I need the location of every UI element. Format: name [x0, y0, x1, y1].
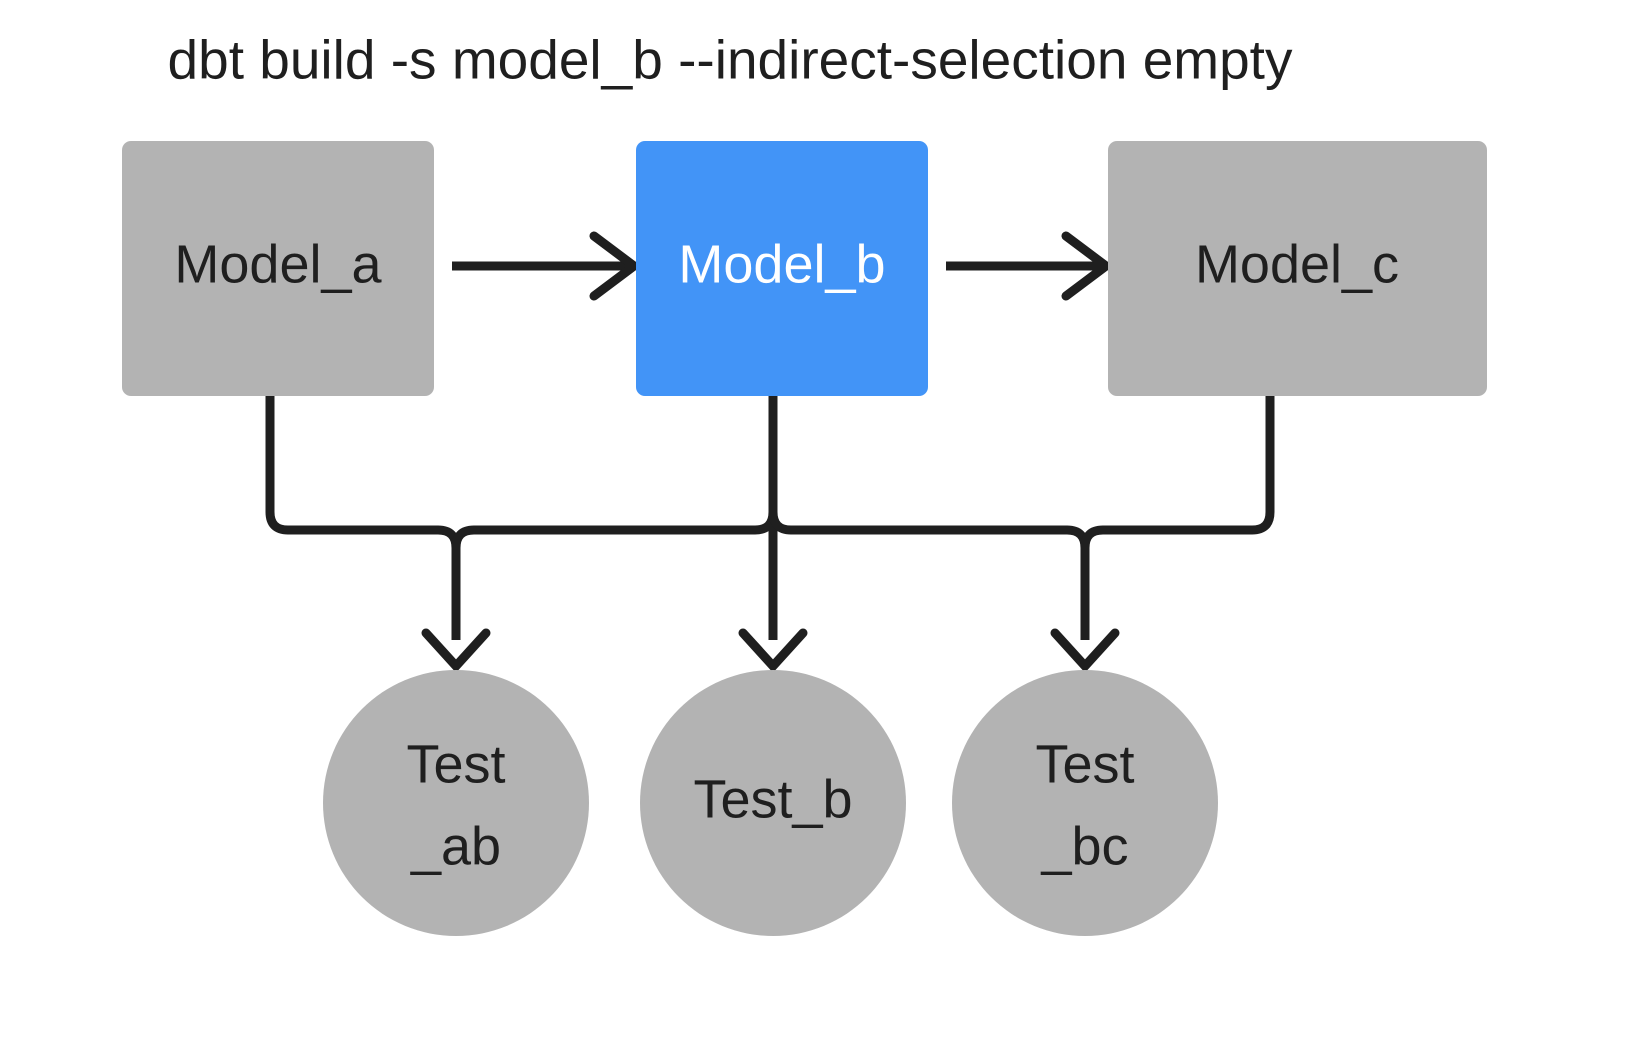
model-c-rect[interactable]: [1108, 141, 1487, 396]
model-b-label: Model_b: [678, 234, 885, 294]
test-b-circle[interactable]: [640, 670, 906, 936]
edge-model-b-to-test-ab: [451, 396, 778, 640]
node-test-bc[interactable]: Test _bc: [952, 670, 1218, 936]
test-bc-circle[interactable]: [952, 670, 1218, 936]
test-b-label-line1: Test_b: [693, 769, 852, 829]
node-model-c[interactable]: Model_c: [1108, 141, 1487, 396]
edge-model-c-to-test-bc: [1080, 396, 1275, 640]
model-b-rect[interactable]: [636, 141, 928, 396]
node-test-ab[interactable]: Test _ab: [323, 670, 589, 936]
arrowhead-into-test-ab: [421, 628, 491, 673]
model-a-rect[interactable]: [122, 141, 434, 396]
edge-model-b-to-model-c: [946, 231, 1114, 301]
arrowhead-into-test-b: [738, 628, 808, 673]
edge-model-a-to-test-ab: [265, 396, 461, 640]
model-a-label: Model_a: [174, 234, 382, 294]
test-ab-circle[interactable]: [323, 670, 589, 936]
page-title: dbt build -s model_b --indirect-selectio…: [168, 29, 1293, 91]
node-test-b[interactable]: Test_b: [640, 670, 906, 936]
test-bc-label-line1: Test: [1035, 734, 1134, 794]
edge-model-a-to-model-b: [452, 231, 642, 301]
edge-model-b-to-test-bc: [768, 396, 1090, 640]
node-model-a[interactable]: Model_a: [122, 141, 434, 396]
test-ab-label-line2: _ab: [410, 816, 501, 876]
test-ab-label-line1: Test: [406, 734, 505, 794]
node-model-b[interactable]: Model_b: [636, 141, 928, 396]
test-bc-label-line2: _bc: [1040, 816, 1128, 876]
arrowhead-into-test-bc: [1050, 628, 1120, 673]
model-c-label: Model_c: [1195, 234, 1399, 294]
